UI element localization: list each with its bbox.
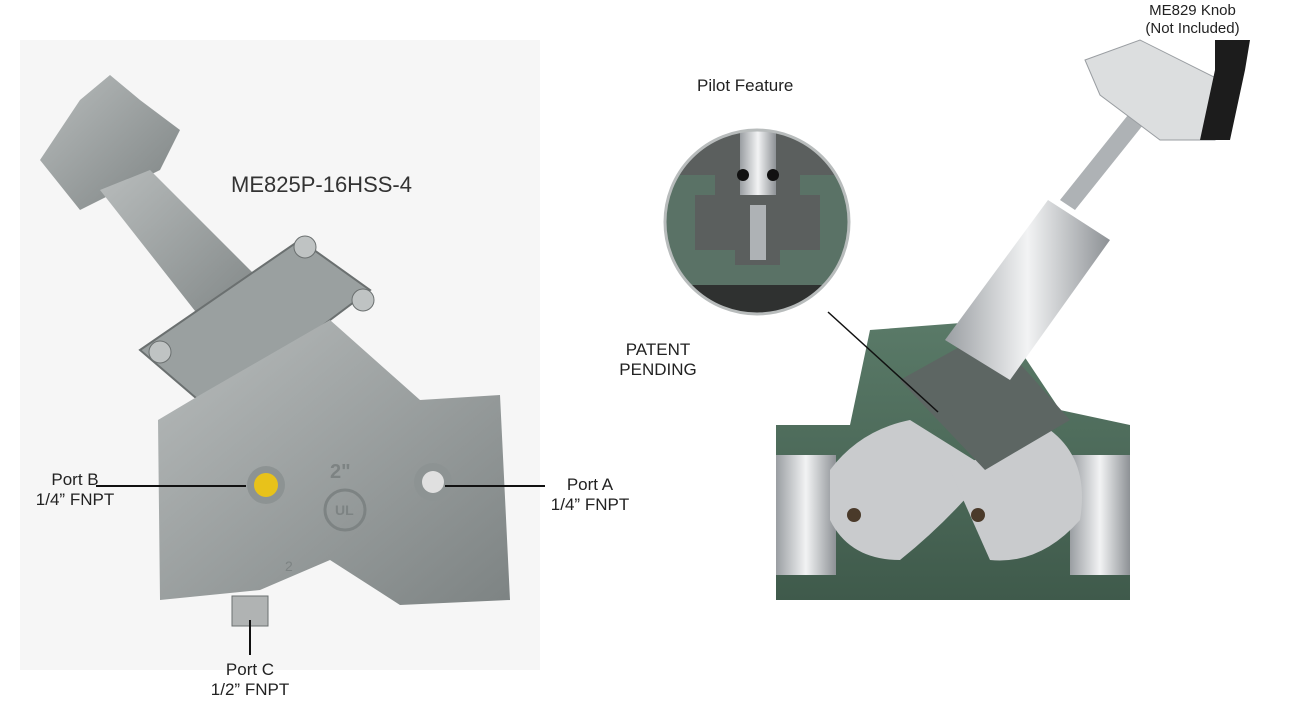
flow-passage-left (830, 420, 990, 560)
bonnet-flange (138, 238, 372, 412)
bore-hole (847, 508, 861, 522)
port-a-name: Port A (566, 475, 614, 494)
knob-label: ME829 Knob (Not Included) (1130, 2, 1255, 38)
port-c-name: Port C (225, 660, 275, 679)
port-b-label: Port B 1/4” FNPT (30, 470, 120, 510)
flange-bolt (148, 340, 172, 364)
leader-port-a (445, 485, 545, 487)
right-valve-cutaway (776, 39, 1250, 600)
pilot-feature-label: Pilot Feature (697, 76, 794, 95)
knob-grip (1200, 40, 1250, 140)
port-c-size: 1/2” FNPT (210, 680, 290, 699)
port-b-size: 1/4” FNPT (35, 490, 115, 509)
port-c-label: Port C 1/2” FNPT (190, 660, 310, 700)
pilot-feature-inset (663, 128, 851, 316)
port-a-plug (422, 471, 444, 493)
knob-name: ME829 Knob (1149, 2, 1236, 19)
bore-hole (971, 508, 985, 522)
ul-mark: UL (335, 502, 354, 518)
patent-label: PATENT PENDING (608, 340, 708, 380)
ul-emblem (323, 488, 367, 532)
flange-bolt (293, 235, 317, 259)
body-marking: 2" (330, 461, 351, 483)
inlet-thread (776, 455, 836, 575)
knob-note: (Not Included) (1145, 20, 1240, 37)
flange-bolt (351, 288, 375, 312)
stem (1060, 100, 1155, 210)
leader-port-b (96, 485, 246, 487)
port-b-name: Port B (51, 470, 99, 489)
port-a-label: Port A 1/4” FNPT (540, 475, 640, 515)
port-a-size: 1/4” FNPT (550, 495, 630, 514)
port-b-yellow-cap (254, 473, 278, 497)
model-number: ME825P-16HSS-4 (231, 172, 412, 197)
leader-port-c (249, 620, 251, 655)
patent-line2: PENDING (619, 360, 697, 379)
actuator-cylinder (945, 200, 1110, 380)
left-valve-photo (20, 40, 540, 670)
valve-body (158, 320, 510, 605)
bonnet-cutaway (900, 330, 1070, 470)
patent-line1: PATENT (625, 340, 691, 359)
cast-number: 2 (285, 558, 293, 574)
